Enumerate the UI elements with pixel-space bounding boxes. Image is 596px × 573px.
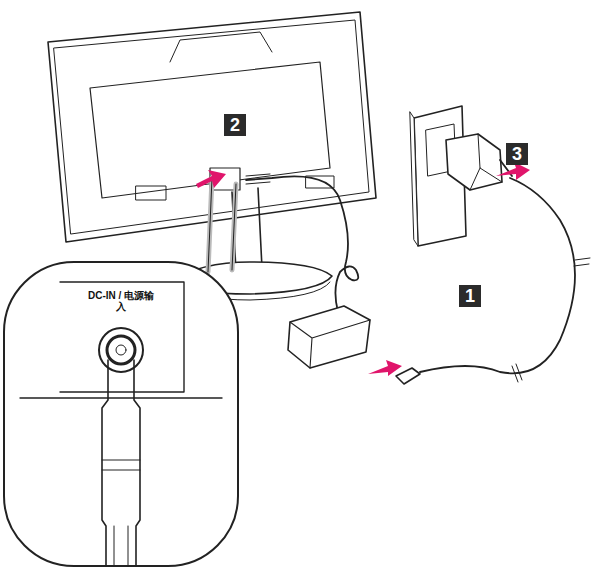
callout-number: 1 bbox=[459, 285, 481, 307]
callout-number: 2 bbox=[224, 114, 246, 136]
callout-number: 3 bbox=[506, 143, 528, 165]
port-label: DC-IN / 电源输入 bbox=[85, 290, 157, 312]
